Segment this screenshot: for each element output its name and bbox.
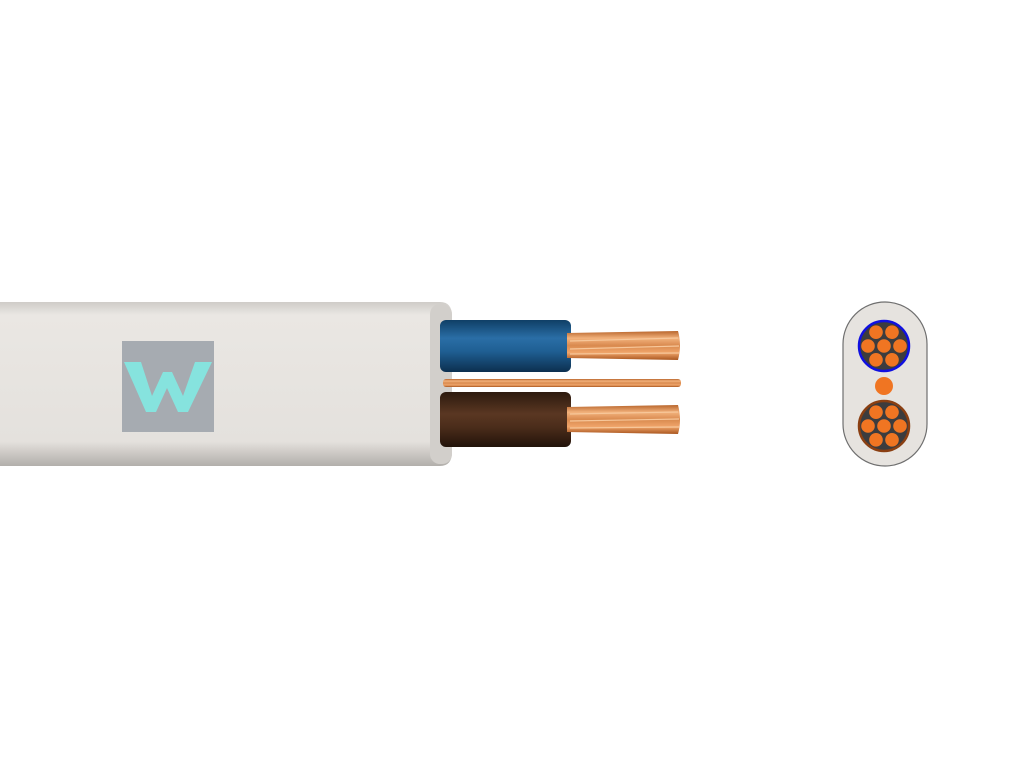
neutral-strand xyxy=(877,419,891,433)
neutral-strand xyxy=(861,419,875,433)
live-strand xyxy=(869,325,883,339)
live-strand xyxy=(869,353,883,367)
live-strand xyxy=(885,353,899,367)
cable-cross-section xyxy=(842,301,928,467)
earth-section xyxy=(875,377,893,395)
neutral-strand xyxy=(893,419,907,433)
logo xyxy=(122,341,214,432)
cable-sheath xyxy=(0,302,452,466)
live-strand xyxy=(877,339,891,353)
live-strand xyxy=(893,339,907,353)
neutral-strand xyxy=(869,433,883,447)
neutral-conductor xyxy=(567,405,680,434)
neutral-strand xyxy=(869,405,883,419)
live-strand xyxy=(885,325,899,339)
live-conductor xyxy=(567,331,680,360)
neutral-core xyxy=(440,392,571,447)
live-core xyxy=(440,320,571,372)
neutral-strand xyxy=(885,405,899,419)
live-strand xyxy=(861,339,875,353)
neutral-strand xyxy=(885,433,899,447)
earth-conductor xyxy=(443,379,681,387)
